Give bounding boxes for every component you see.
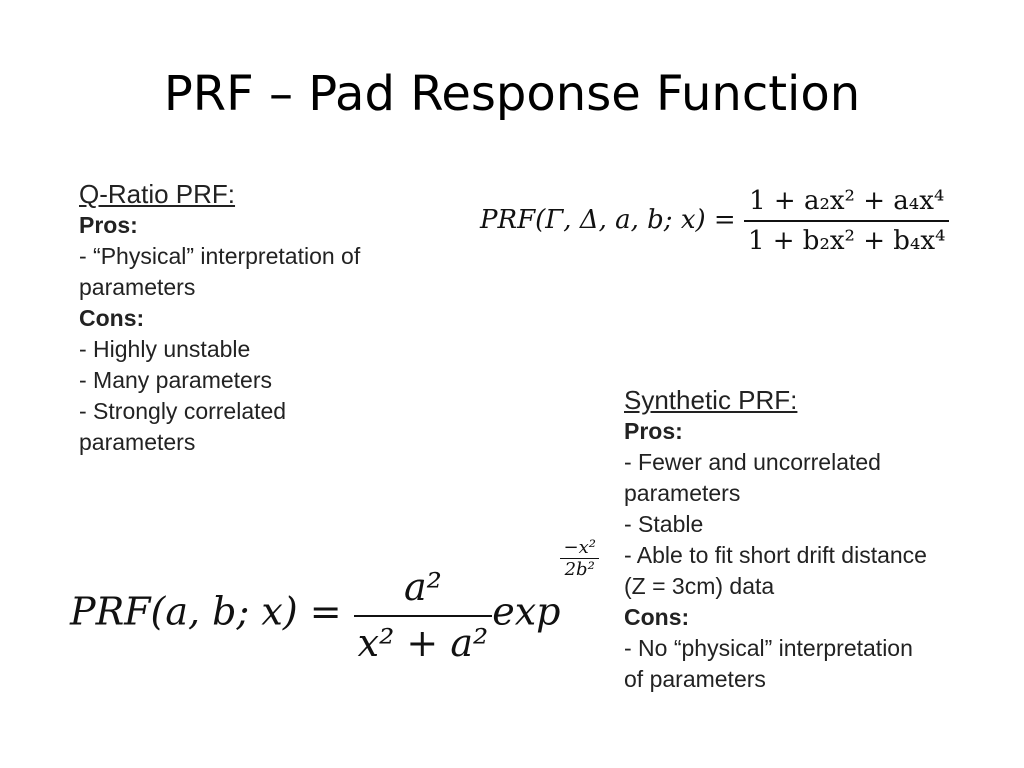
synthetic-formula-exponent-numerator: −x² xyxy=(560,537,599,559)
qratio-con-line-1: - Highly unstable xyxy=(79,336,251,362)
qratio-formula: PRF(Γ, Δ, a, b; x) = 1 + a₂x² + a₄x⁴ 1 +… xyxy=(480,186,950,256)
synthetic-pro-line-4: - Able to fit short drift distance xyxy=(624,542,927,568)
synthetic-pro-line-5: (Z = 3cm) data xyxy=(624,573,775,599)
synthetic-formula-numerator: a² xyxy=(353,565,493,617)
synthetic-formula-exponent: −x² 2b² xyxy=(560,537,599,580)
synthetic-pro-line-2: parameters xyxy=(624,480,741,506)
qratio-con-line-2: - Many parameters xyxy=(79,367,273,393)
synthetic-formula-lhs: PRF(a, b; x) = xyxy=(70,589,342,634)
qratio-formula-denominator: 1 + b₂x² + b₄x⁴ xyxy=(747,226,946,256)
synthetic-formula-denominator: x² + a² xyxy=(357,621,489,665)
qratio-pro-line-2: parameters xyxy=(79,274,196,300)
qratio-section: Q-Ratio PRF: Pros: - “Physical” interpre… xyxy=(79,178,459,458)
qratio-pro-line-1: - “Physical” interpretation of xyxy=(79,243,361,269)
synthetic-con-line-1: - No “physical” interpretation xyxy=(624,635,913,661)
qratio-formula-lhs: PRF(Γ, Δ, a, b; x) = xyxy=(480,205,736,235)
synthetic-formula-fraction: a² x² + a² xyxy=(353,565,493,665)
synthetic-con-line-2: of parameters xyxy=(624,666,766,692)
synthetic-pro-line-1: - Fewer and uncorrelated xyxy=(624,449,881,475)
synthetic-heading: Synthetic PRF: xyxy=(624,385,798,415)
synthetic-formula: PRF(a, b; x) = a² x² + a² exp −x² 2b² xyxy=(70,537,599,665)
qratio-pros-label: Pros: xyxy=(79,212,138,238)
qratio-con-line-3: - Strongly correlated xyxy=(79,398,287,424)
qratio-formula-fraction: 1 + a₂x² + a₄x⁴ 1 + b₂x² + b₄x⁴ xyxy=(743,186,950,256)
synthetic-formula-exp: exp xyxy=(492,589,561,634)
synthetic-cons-label: Cons: xyxy=(624,604,690,630)
qratio-con-line-4: parameters xyxy=(79,429,196,455)
synthetic-pro-line-3: - Stable xyxy=(624,511,704,537)
qratio-heading: Q-Ratio PRF: xyxy=(79,179,236,209)
qratio-formula-numerator: 1 + a₂x² + a₄x⁴ xyxy=(743,186,950,222)
synthetic-formula-exponent-denominator: 2b² xyxy=(564,559,595,580)
synthetic-pros-label: Pros: xyxy=(624,418,683,444)
slide-title: PRF – Pad Response Function xyxy=(163,66,861,122)
synthetic-section: Synthetic PRF: Pros: - Fewer and uncorre… xyxy=(624,384,1004,695)
qratio-cons-label: Cons: xyxy=(79,305,145,331)
